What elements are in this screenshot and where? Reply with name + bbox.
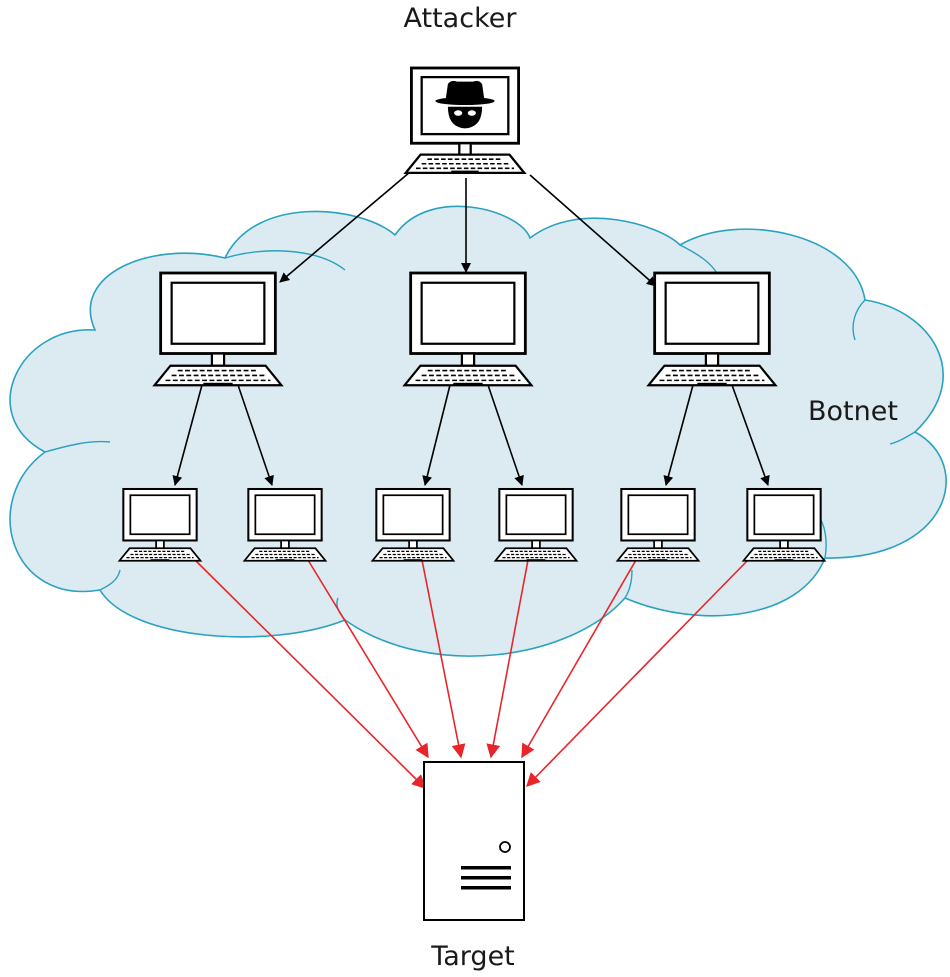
handler-computer <box>152 271 284 387</box>
attack-arrow <box>194 559 426 789</box>
attack-arrow <box>521 559 637 759</box>
computer-icon <box>646 271 778 387</box>
bot-computer <box>242 487 328 562</box>
cloud-contour <box>889 431 916 445</box>
command-arrow <box>172 384 203 486</box>
target-label: Target <box>430 941 515 972</box>
handler-computer <box>402 271 534 387</box>
server-icon <box>423 761 525 921</box>
bot-computer <box>615 487 701 562</box>
bot-computer <box>117 487 203 562</box>
cloud-contour <box>224 250 346 271</box>
command-arrow <box>237 384 274 486</box>
command-arrow <box>529 174 657 287</box>
command-arrow <box>663 384 694 486</box>
computer-icon <box>117 487 203 562</box>
computer-icon <box>493 487 579 562</box>
attack-arrow <box>486 559 529 759</box>
attacker-label: Attacker <box>404 3 518 34</box>
hacker-computer-icon <box>403 66 527 175</box>
command-arrows <box>172 171 770 486</box>
computer-icon <box>402 271 534 387</box>
attack-arrows <box>194 559 749 789</box>
bot-computer <box>370 487 456 562</box>
command-arrow <box>422 384 451 486</box>
handler-computer <box>646 271 778 387</box>
bot-computer <box>493 487 579 562</box>
computer-icon <box>741 487 827 562</box>
attacker-computer <box>403 66 527 175</box>
cloud-contour <box>99 569 121 591</box>
computer-icon <box>615 487 701 562</box>
command-arrow <box>731 384 770 486</box>
command-arrow <box>279 171 411 283</box>
target-server <box>423 761 525 921</box>
computer-icon <box>152 271 284 387</box>
attack-arrow <box>526 559 749 788</box>
cloud-contour <box>624 569 633 599</box>
cloud-contour <box>852 299 866 341</box>
attack-arrow <box>421 559 466 759</box>
computer-icon <box>242 487 328 562</box>
botnet-label: Botnet <box>808 396 898 427</box>
bot-computer <box>741 487 827 562</box>
attack-arrow <box>307 559 429 759</box>
command-arrow <box>487 384 524 486</box>
cloud-contour <box>44 440 111 453</box>
computer-icon <box>370 487 456 562</box>
